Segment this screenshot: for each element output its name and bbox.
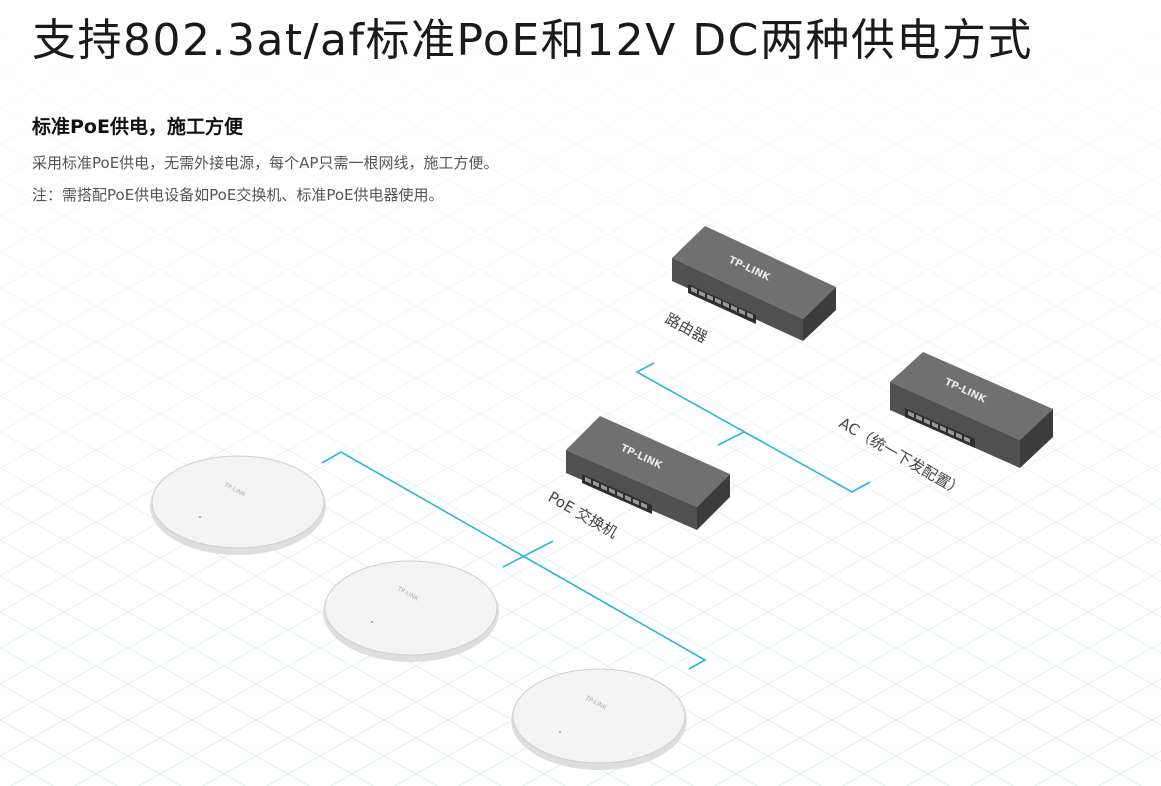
ethernet-port: [715, 297, 721, 305]
router-device: TP-LINK: [672, 226, 836, 341]
cable-router-ac: [635, 362, 871, 493]
ethernet-port: [699, 290, 705, 298]
ethernet-port: [609, 487, 615, 495]
ethernet-port: [601, 484, 607, 491]
ethernet-port: [633, 498, 639, 506]
ethernet-port: [908, 411, 914, 418]
ethernet-port: [585, 477, 591, 484]
section-subtitle: 标准PoE供电，施工方便: [32, 116, 243, 138]
ethernet-port: [731, 305, 737, 312]
ethernet-port: [625, 495, 631, 502]
poe-switch-label: PoE 交换机: [545, 488, 621, 542]
ethernet-port: [739, 308, 745, 316]
access-point: TP-LINK: [150, 455, 326, 555]
ethernet-port: [956, 432, 962, 440]
ac-device: TP-LINK: [890, 352, 1053, 468]
access-point: TP-LINK: [511, 668, 687, 770]
note-line: 注：需搭配PoE供电设备如PoE交换机、标准PoE供电器使用。: [32, 186, 444, 204]
ethernet-port: [641, 502, 647, 509]
ethernet-port: [916, 414, 922, 422]
ethernet-port: [924, 418, 930, 425]
cable-branch-switch: [717, 431, 745, 446]
poe-switch-device: TP-LINK: [566, 416, 730, 530]
router-label: 路由器: [662, 310, 710, 347]
ethernet-port: [593, 480, 599, 488]
ethernet-port: [707, 294, 713, 301]
ethernet-port: [691, 287, 697, 294]
description-line: 采用标准PoE供电，无需外接电源，每个AP只需一根网线，施工方便。: [32, 154, 499, 172]
ethernet-port: [617, 491, 623, 499]
cable-branch-ap: [502, 540, 554, 568]
ethernet-port: [948, 429, 954, 436]
ethernet-port: [932, 421, 938, 429]
ethernet-port: [964, 436, 970, 443]
access-point: TP-LINK: [323, 560, 499, 662]
cables: [321, 362, 871, 670]
ethernet-port: [940, 425, 946, 433]
ethernet-port: [747, 312, 753, 319]
ethernet-port: [723, 301, 729, 309]
page-title: 支持802.3at/af标准PoE和12V DC两种供电方式: [32, 15, 1033, 66]
